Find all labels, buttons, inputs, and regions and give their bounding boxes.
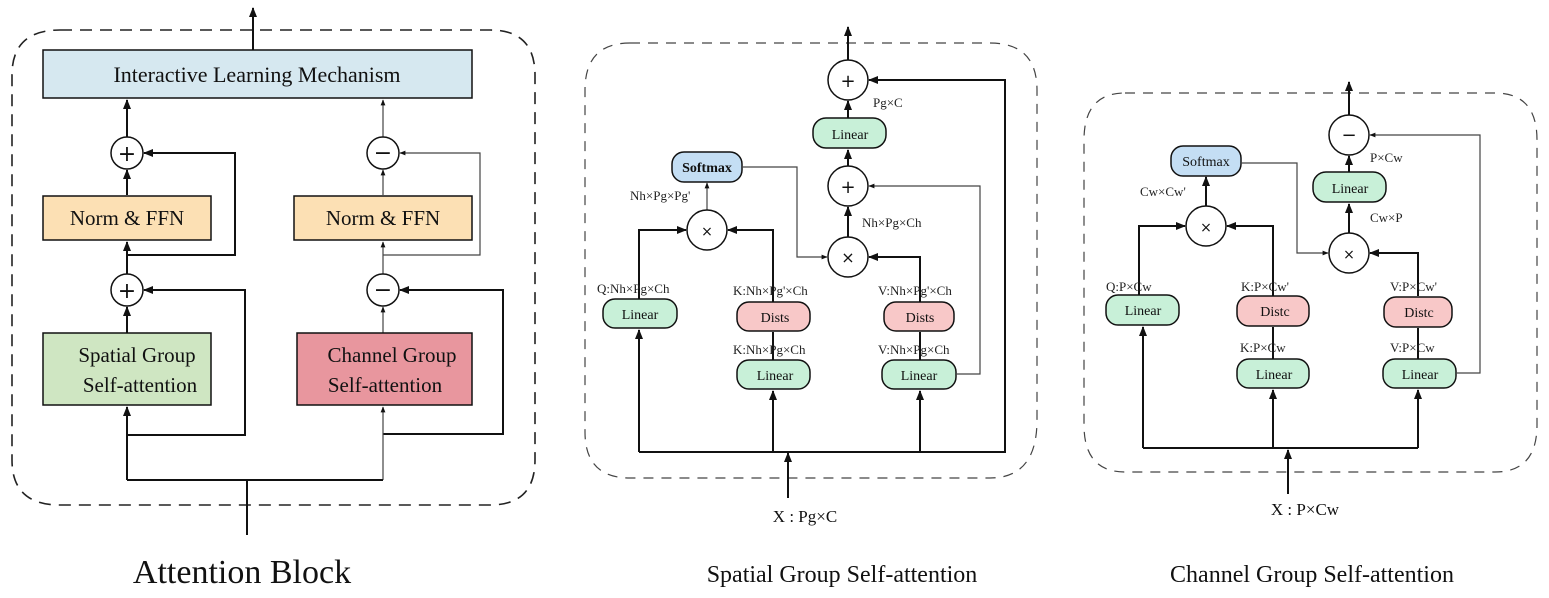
channel-k-linear-label: Linear	[1256, 368, 1293, 383]
channel-linear-out[interactable]	[1312, 171, 1387, 203]
spatial-sa-diagram: + Pg×C Linear + Nh×Pg×Ch × Softmax Nh×Pg…	[584, 26, 1038, 588]
add-symbol: +	[118, 279, 136, 304]
subtract-symbol: −	[374, 278, 392, 303]
channel-sa-caption: Channel Group Self-attention	[1170, 562, 1454, 588]
channel-sa-label-1: Channel Group	[328, 343, 457, 367]
channel-q-linear[interactable]	[1105, 294, 1180, 326]
attention-block: Interactive Learning Mechanism + Norm & …	[11, 7, 536, 591]
sub-op-top-right	[366, 136, 400, 170]
spatial-linear-out-label: Linear	[832, 128, 869, 143]
spatial-k-dist[interactable]	[736, 301, 811, 332]
channel-mid-dim: Cw×P	[1370, 210, 1403, 225]
subtract-symbol: −	[374, 141, 392, 166]
channel-v-dist-label: Distc	[1404, 306, 1434, 321]
channel-k-dim: K:P×Cw	[1240, 340, 1286, 355]
spatial-v-linear-label: Linear	[901, 369, 938, 384]
spatial-k-dist-label: Dists	[761, 311, 790, 326]
channel-sa-diagram: − P×Cw Linear Cw×P × Softmax Cw×Cw' × Q:…	[1083, 81, 1538, 588]
spatial-sa-caption: Spatial Group Self-attention	[707, 562, 978, 588]
spatial-mid-dim: Nh×Pg×Ch	[862, 215, 922, 230]
spatial-q-linear[interactable]	[602, 298, 678, 329]
spatial-sa-box[interactable]	[42, 332, 212, 406]
spatial-k-dim: K:Nh×Pg×Ch	[733, 342, 806, 357]
spatial-out-dim: Pg×C	[873, 95, 903, 110]
spatial-softmax-label: Softmax	[682, 161, 732, 176]
add-symbol: +	[840, 71, 855, 92]
channel-linear-out-label: Linear	[1332, 182, 1369, 197]
spatial-v-dist[interactable]	[883, 301, 955, 332]
channel-q-linear-label: Linear	[1125, 304, 1162, 319]
spatial-v-dim: V:Nh×Pg×Ch	[878, 342, 950, 357]
spatial-sa-label-2: Self-attention	[83, 373, 198, 397]
spatial-sa-frame	[584, 42, 1038, 479]
norm-ffn-right-label: Norm & FFN	[326, 206, 440, 230]
channel-k-dist-label: Distc	[1260, 305, 1290, 320]
spatial-k-linear-label: Linear	[757, 369, 794, 384]
channel-k-dist-dim: K:P×Cw'	[1241, 279, 1289, 294]
spatial-input-label: X : Pg×C	[773, 507, 837, 526]
channel-k-linear[interactable]	[1236, 358, 1310, 389]
channel-sa-box[interactable]	[296, 332, 473, 406]
channel-v-dist-dim: V:P×Cw'	[1390, 279, 1437, 294]
channel-sa-label-2: Self-attention	[328, 373, 443, 397]
ilm-label: Interactive Learning Mechanism	[113, 62, 400, 87]
spatial-sa-label-1: Spatial Group	[78, 343, 195, 367]
add-symbol: +	[840, 177, 855, 198]
norm-ffn-left-label: Norm & FFN	[70, 206, 184, 230]
multiply-symbol: ×	[1200, 220, 1212, 236]
subtract-symbol: −	[1341, 125, 1356, 146]
norm-ffn-right[interactable]	[293, 195, 473, 241]
spatial-v-dist-dim: V:Nh×Pg'×Ch	[878, 283, 952, 298]
multiply-symbol: ×	[701, 224, 713, 240]
add-symbol: +	[118, 142, 136, 167]
spatial-q-dim: Q:Nh×Pg×Ch	[597, 281, 670, 296]
channel-softmax-label: Softmax	[1182, 155, 1229, 170]
channel-out-dim: P×Cw	[1370, 150, 1403, 165]
spatial-q-linear-label: Linear	[622, 308, 659, 323]
ilm-box[interactable]	[42, 49, 473, 99]
channel-sa-frame	[1083, 92, 1538, 473]
channel-v-dist[interactable]	[1383, 296, 1453, 328]
channel-input-label: X : P×Cw	[1271, 500, 1340, 519]
spatial-linear-out[interactable]	[812, 117, 887, 149]
norm-ffn-left[interactable]	[42, 195, 212, 241]
channel-v-linear-label: Linear	[1402, 368, 1439, 383]
spatial-k-linear[interactable]	[736, 359, 811, 390]
attention-block-frame	[11, 29, 536, 506]
spatial-k-dist-dim: K:Nh×Pg'×Ch	[733, 283, 808, 298]
spatial-attn-dim: Nh×Pg×Pg'	[630, 188, 690, 203]
spatial-v-dist-label: Dists	[906, 311, 935, 326]
multiply-symbol: ×	[841, 248, 854, 267]
multiply-symbol: ×	[1343, 247, 1355, 263]
attention-block-caption: Attention Block	[133, 554, 351, 591]
channel-attn-dim: Cw×Cw'	[1140, 184, 1186, 199]
channel-k-dist[interactable]	[1236, 295, 1310, 327]
channel-v-dim: V:P×Cw	[1390, 340, 1435, 355]
channel-q-dim: Q:P×Cw	[1106, 279, 1152, 294]
